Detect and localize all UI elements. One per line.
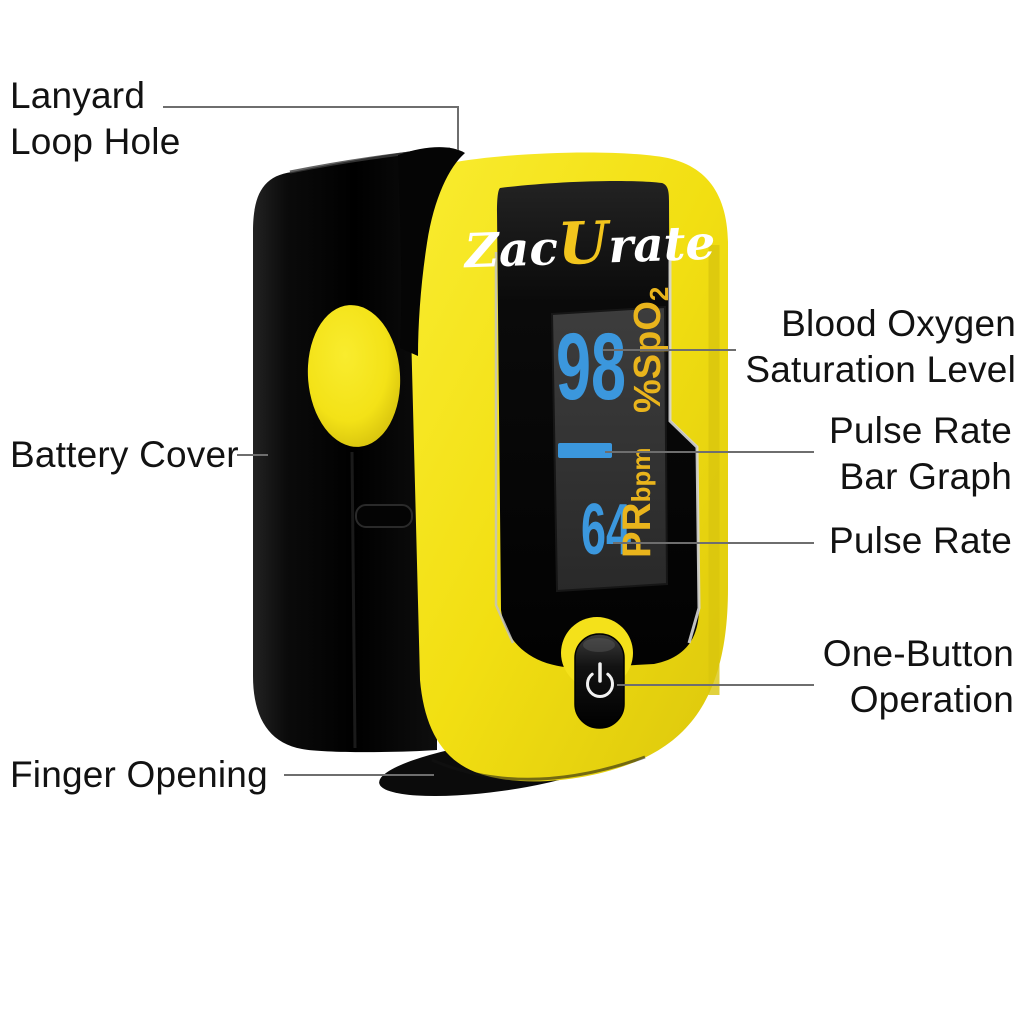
callout-line: Pulse Rate [829, 520, 1012, 561]
battery-cover-slot [355, 504, 413, 528]
pulse-unit: PRbpm [615, 448, 659, 558]
brand-logo: ZacUrate [461, 205, 716, 282]
callout-pulse-rate: Pulse Rate [829, 518, 1012, 564]
brand-logo-part: U [557, 208, 613, 278]
hinge-cover [307, 305, 401, 447]
callout-line: Loop Hole [10, 121, 181, 162]
callout-one-button-operation: One-Button Operation [823, 631, 1014, 723]
callout-line: Bar Graph [839, 456, 1012, 497]
callout-pulse-rate-bar-graph: Pulse Rate Bar Graph [829, 408, 1012, 500]
callout-battery-cover: Battery Cover [10, 432, 239, 478]
spo2-unit-subscript: 2 [644, 287, 674, 301]
pulse-unit-main: PR [615, 502, 659, 558]
callout-line: Operation [849, 679, 1014, 720]
callout-line: Blood Oxygen [781, 303, 1016, 344]
callout-line: Saturation Level [745, 349, 1016, 390]
callout-line: Battery Cover [10, 434, 239, 475]
power-button-highlight [583, 638, 615, 652]
lanyard-loop-ridge [398, 147, 465, 356]
spo2-value: 98 [556, 314, 626, 420]
leader-lines [163, 106, 814, 776]
callout-line: Finger Opening [10, 754, 268, 795]
body-seam [350, 451, 357, 749]
callout-line: One-Button [822, 633, 1014, 674]
power-icon [586, 662, 614, 698]
bezel-trim-left [494, 252, 515, 644]
callout-finger-opening: Finger Opening [10, 752, 268, 798]
pulse-unit-small: bpm [626, 448, 656, 503]
callout-line: Lanyard [10, 75, 146, 116]
pulse-value: 64 [581, 490, 631, 570]
callout-lanyard-loop-hole: Lanyard Loop Hole [10, 73, 181, 165]
pulse-bar-graph [558, 443, 612, 458]
brand-logo-part: rate [608, 216, 717, 275]
face-bottom-shadow [431, 755, 646, 781]
device-body-battery-cover [253, 148, 437, 753]
bezel-trim-right [668, 258, 701, 644]
spo2-unit-main: %SpO [627, 301, 669, 413]
spo2-unit: %SpO2 [627, 287, 674, 413]
callout-blood-oxygen: Blood Oxygen Saturation Level [745, 301, 1016, 393]
callout-line: Pulse Rate [829, 410, 1012, 451]
brand-logo-part: Zac [462, 221, 559, 279]
leader-lanyard-loop-hole [163, 106, 459, 150]
